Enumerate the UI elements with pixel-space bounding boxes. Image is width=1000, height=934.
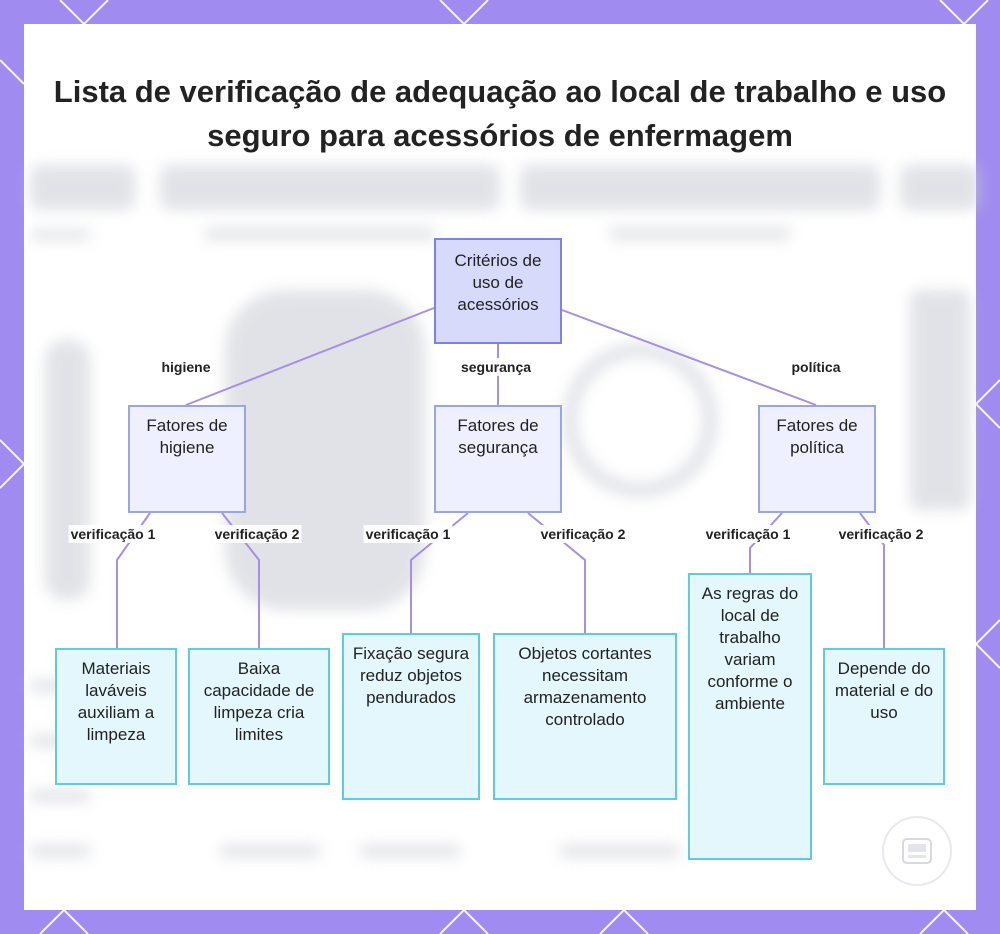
- node-washable-materials: Materiais laváveis auxiliam a limpeza: [55, 648, 177, 785]
- node-material-and-use: Depende do material e do uso: [823, 648, 945, 785]
- edge-label-safety-check-2: verificação 2: [539, 525, 628, 543]
- edge-label-policy-check-1: verificação 1: [704, 525, 793, 543]
- edge-label-policy-check-2: verificação 2: [837, 525, 926, 543]
- node-workplace-rules: As regras do local de trabalho variam co…: [688, 573, 812, 860]
- node-low-cleanability-label: Baixa capacidade de limpeza cria limites: [196, 658, 322, 746]
- node-sharp-objects: Objetos cortantes necessitam armazenamen…: [493, 633, 677, 800]
- node-root: Critérios de uso de acessórios: [434, 238, 562, 344]
- edge-root-hygiene: [186, 308, 434, 405]
- edge-policy-check-1: [750, 513, 782, 573]
- node-root-label: Critérios de uso de acessórios: [442, 250, 554, 316]
- node-material-and-use-label: Depende do material e do uso: [831, 658, 937, 724]
- node-policy-factors-label: Fatores de política: [766, 415, 868, 459]
- node-hygiene-factors-label: Fatores de higiene: [136, 415, 238, 459]
- node-washable-materials-label: Materiais laváveis auxiliam a limpeza: [63, 658, 169, 746]
- edge-label-hygiene-check-2: verificação 2: [213, 525, 302, 543]
- node-secure-attachment: Fixação segura reduz objetos pendurados: [342, 633, 480, 800]
- edge-label-safety: segurança: [459, 358, 533, 376]
- edge-label-hygiene: higiene: [159, 358, 212, 376]
- node-low-cleanability: Baixa capacidade de limpeza cria limites: [188, 648, 330, 785]
- node-secure-attachment-label: Fixação segura reduz objetos pendurados: [350, 643, 472, 709]
- edge-root-policy: [562, 310, 816, 405]
- edge-label-hygiene-check-1: verificação 1: [69, 525, 158, 543]
- node-sharp-objects-label: Objetos cortantes necessitam armazenamen…: [501, 643, 669, 731]
- edge-label-safety-check-1: verificação 1: [364, 525, 453, 543]
- watermark-seal-icon: [882, 816, 952, 886]
- node-safety-factors-label: Fatores de segurança: [442, 415, 554, 459]
- node-hygiene-factors: Fatores de higiene: [128, 405, 246, 513]
- node-policy-factors: Fatores de política: [758, 405, 876, 513]
- edge-label-policy: política: [789, 358, 842, 376]
- node-safety-factors: Fatores de segurança: [434, 405, 562, 513]
- node-workplace-rules-label: As regras do local de trabalho variam co…: [696, 583, 804, 715]
